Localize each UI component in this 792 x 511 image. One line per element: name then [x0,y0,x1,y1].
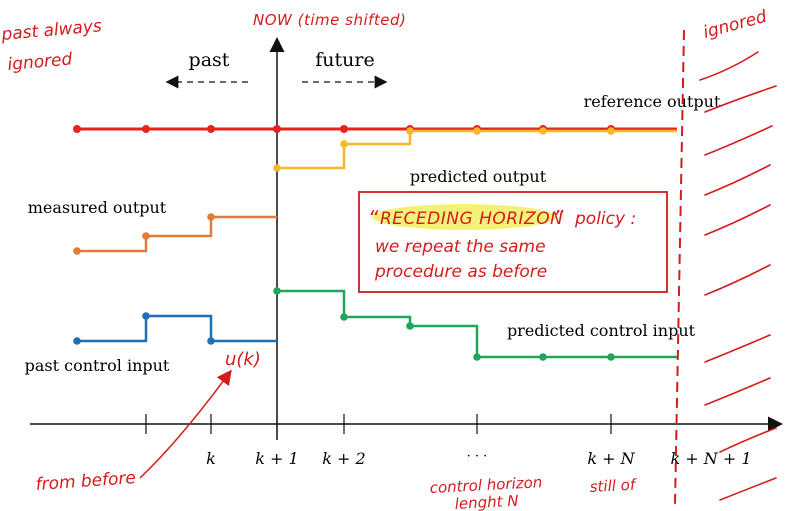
predicted-control-input-series [273,287,677,361]
policy-highlight-text: RECEDING HORIZON [380,209,563,229]
past-control-input-series [73,312,277,345]
policy-box: “ RECEDING HORIZON ” policy : we repeat … [358,191,668,293]
predicted-control-input-label: predicted control input [507,321,696,340]
tick-label-k-plus-1: k + 1 [255,449,298,468]
measured-output-series [73,213,277,255]
from-before-annotation: from before [35,468,137,495]
past-label: past [189,49,230,71]
tick-label-k: k [206,449,216,468]
control-horizon-annotation-line1: control horizon [429,473,542,497]
control-horizon-annotation-line2: lenght N [454,492,519,511]
predicted-output-label: predicted output [410,167,547,186]
ignored-annotation: ignored [701,7,769,43]
reference-output-label: reference output [584,92,721,111]
tick-marks [145,414,612,434]
policy-quote-close: ” [553,206,564,230]
ignored-region-hatching [699,51,777,501]
policy-line2: we repeat the same [375,237,546,257]
future-label: future [315,49,374,71]
still-of-annotation: still of [589,475,638,495]
past-ignored-annotation-line2: ignored [7,49,74,75]
policy-highlight [372,204,556,230]
u-k-annotation: u(k) [225,349,261,370]
tick-label-k-plus-n: k + N [587,449,635,468]
now-annotation: NOW (time shifted) [253,11,406,29]
tick-label-ellipsis: · · · [467,449,488,464]
tick-label-k-plus-n-plus-1: k + N + 1 [670,449,751,468]
tick-label-k-plus-2: k + 2 [322,449,365,468]
policy-suffix: policy : [574,209,636,229]
predicted-output-series [273,127,677,172]
from-before-arrow [139,369,232,479]
measured-output-label: measured output [28,198,167,217]
past-control-input-label: past control input [25,356,170,375]
policy-line3: procedure as before [374,262,547,282]
policy-quote-open: “ [368,206,379,230]
past-ignored-annotation-line1: past always [0,16,103,45]
